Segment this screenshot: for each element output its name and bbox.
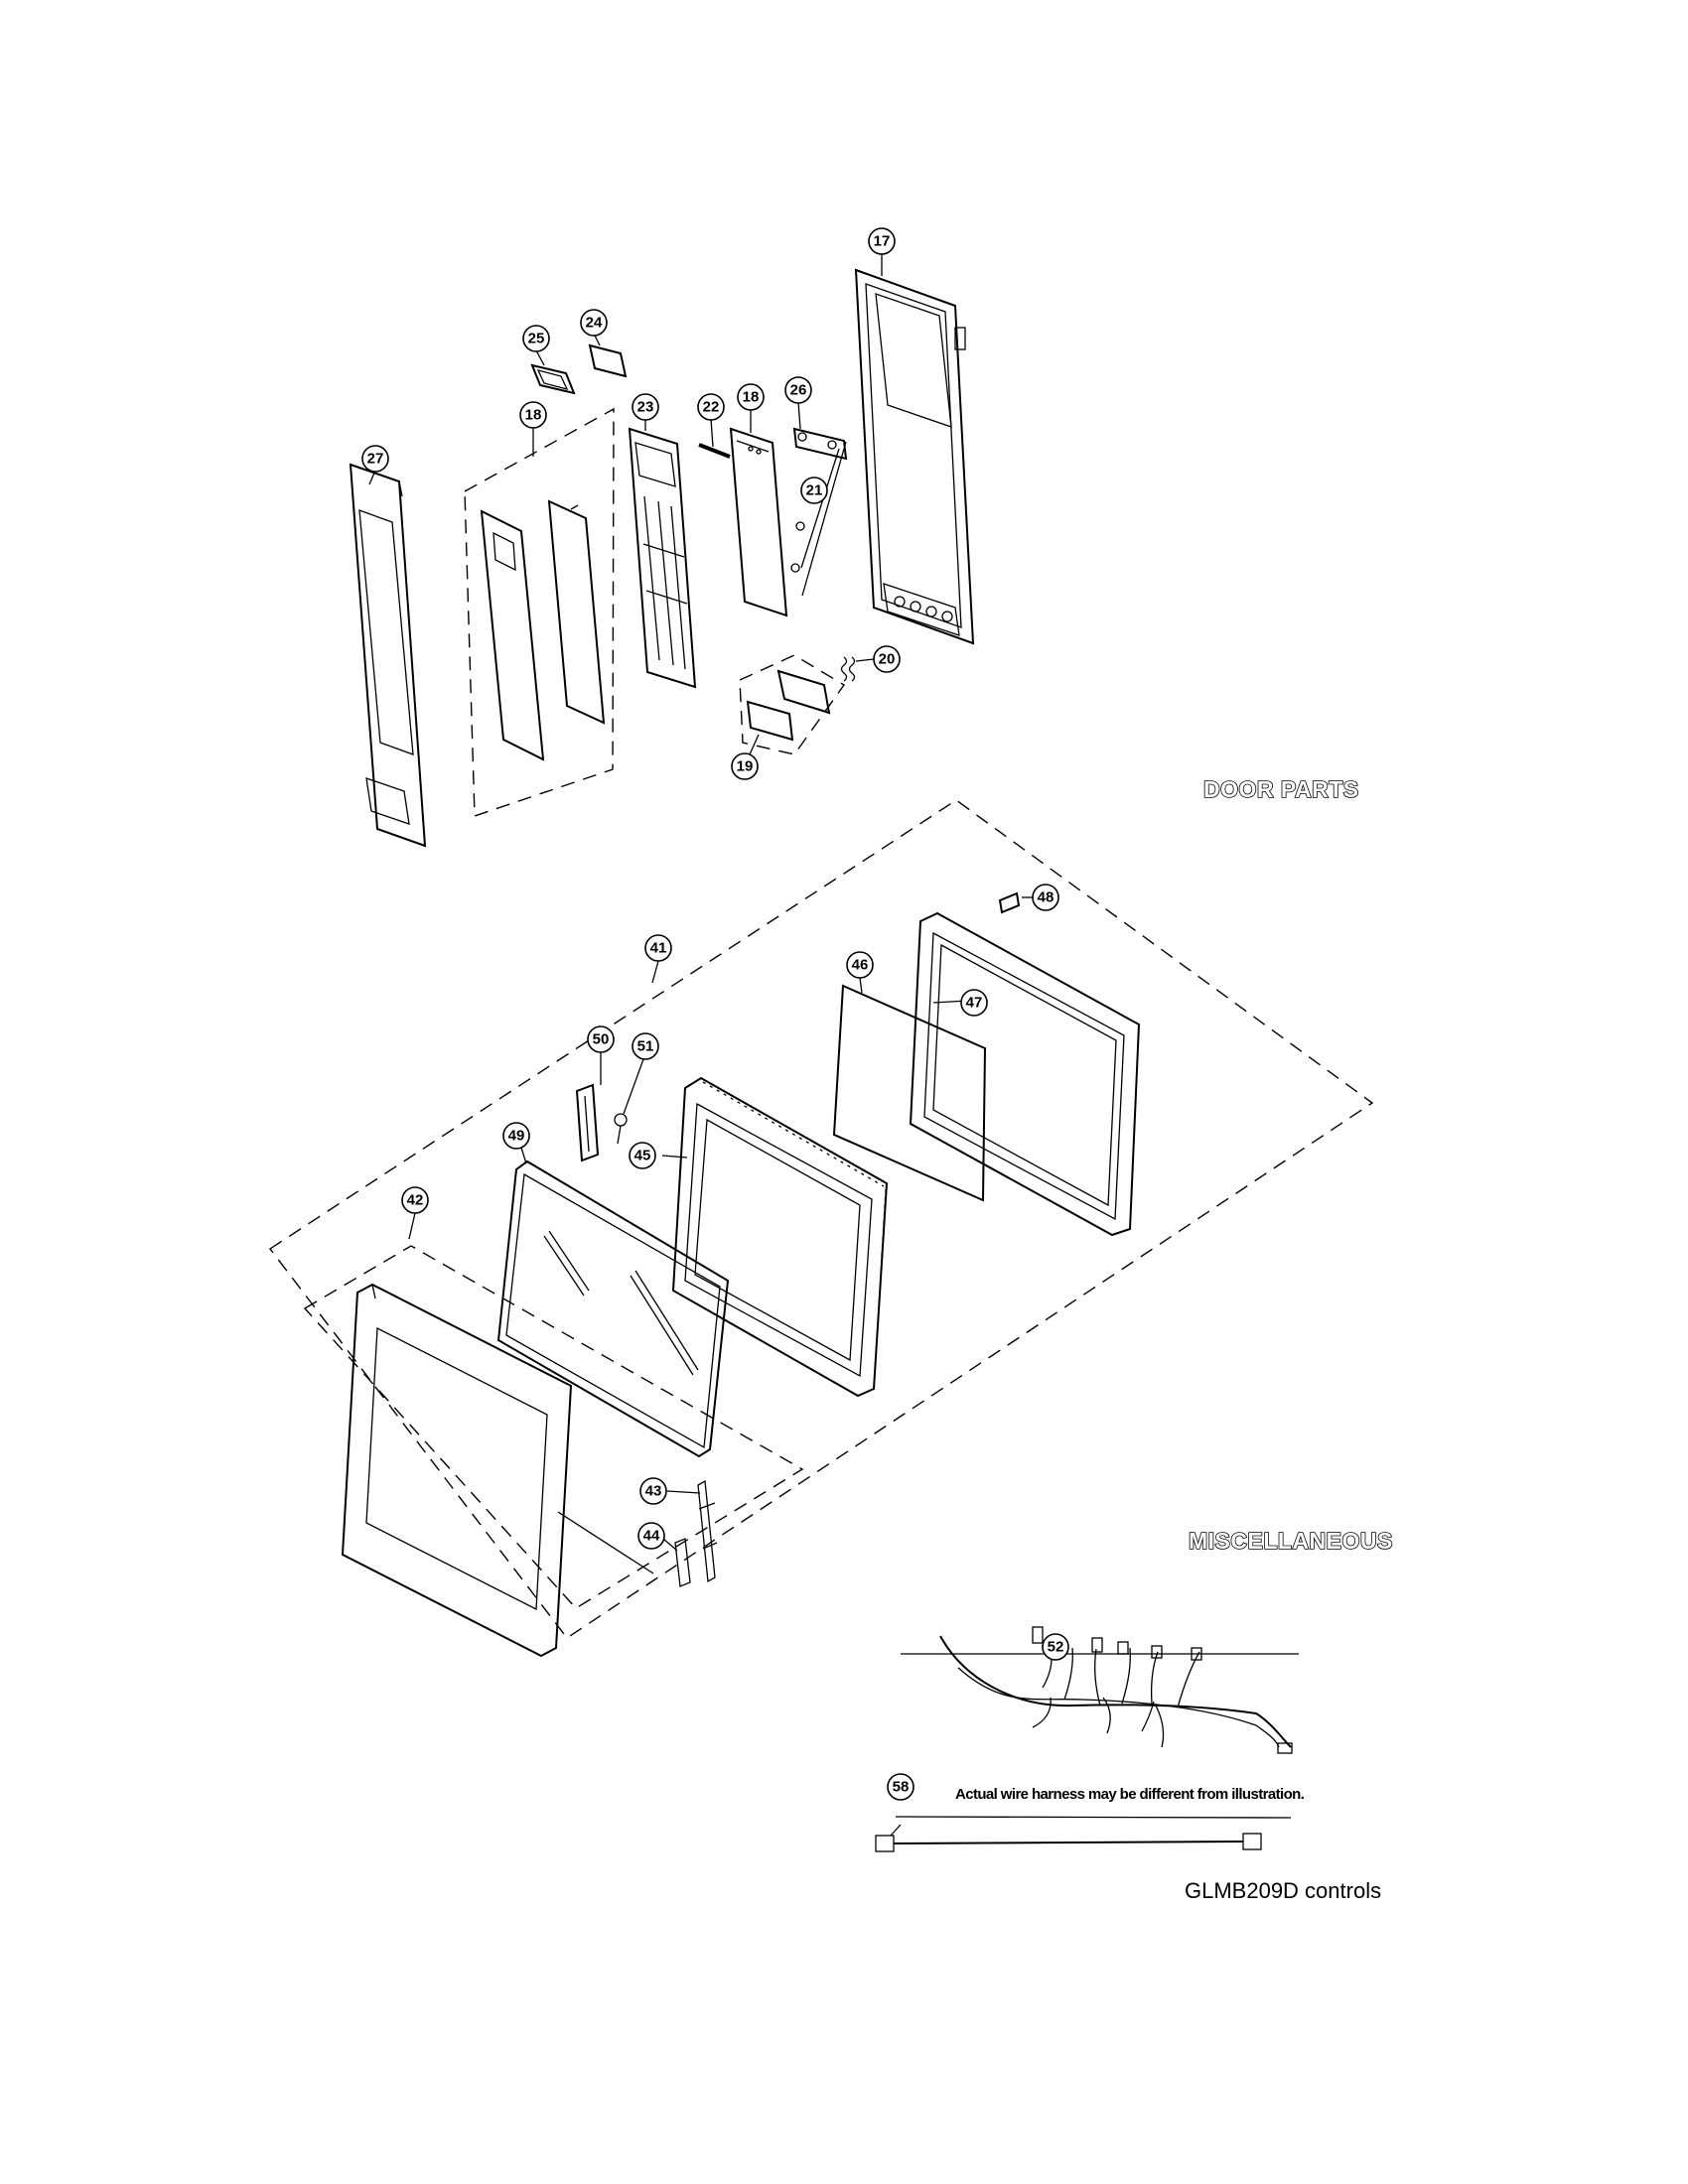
callout-17: 17 xyxy=(868,227,896,255)
callout-44: 44 xyxy=(637,1522,665,1550)
callout-45: 45 xyxy=(629,1142,656,1169)
svg-text:17: 17 xyxy=(874,233,891,250)
part-25 xyxy=(530,363,576,395)
part-22-strip xyxy=(698,443,731,459)
part-17-door-frame xyxy=(854,268,975,645)
svg-text:19: 19 xyxy=(737,758,754,775)
part-42-outer-door xyxy=(341,1283,573,1658)
callout-50: 50 xyxy=(587,1025,615,1053)
callout-25: 25 xyxy=(522,325,550,352)
callout-24: 24 xyxy=(580,309,608,337)
svg-text:24: 24 xyxy=(586,315,603,332)
callout-41: 41 xyxy=(644,934,672,962)
lower-leaders xyxy=(408,896,1033,1574)
callout-26: 26 xyxy=(784,376,812,404)
svg-text:47: 47 xyxy=(966,995,983,1012)
door-parts-heading: DOOR PARTS xyxy=(1203,776,1359,802)
part-24 xyxy=(588,343,628,378)
callout-46: 46 xyxy=(846,951,874,979)
part-58-cable xyxy=(875,1816,1292,1852)
dashed-group-19 xyxy=(739,654,846,755)
part-48-clip xyxy=(998,891,1021,914)
part-43-hinge xyxy=(697,1479,718,1583)
svg-text:45: 45 xyxy=(634,1148,651,1164)
callout-52: 52 xyxy=(1042,1633,1069,1661)
part-44-bracket xyxy=(674,1538,691,1587)
door-parts-leaders xyxy=(368,252,883,755)
dashed-group-18 xyxy=(464,407,615,817)
callout-23: 23 xyxy=(632,393,659,421)
callout-18: 18 xyxy=(519,401,547,429)
svg-text:26: 26 xyxy=(790,382,807,399)
callout-47: 47 xyxy=(960,989,988,1017)
svg-text:20: 20 xyxy=(879,651,896,668)
svg-text:51: 51 xyxy=(637,1038,654,1055)
svg-text:52: 52 xyxy=(1048,1639,1064,1656)
part-50-latch xyxy=(575,1083,600,1162)
dashed-group-42 xyxy=(303,1245,804,1609)
part-18-panels xyxy=(480,499,606,761)
svg-text:41: 41 xyxy=(650,940,667,957)
callout-58: 58 xyxy=(887,1773,914,1801)
callout-43: 43 xyxy=(639,1477,667,1505)
part-20-spring xyxy=(840,656,856,682)
callout-27: 27 xyxy=(361,445,389,473)
svg-text:25: 25 xyxy=(528,331,545,347)
callout-42: 42 xyxy=(401,1186,429,1214)
wire-harness-note: Actual wire harness may be different fro… xyxy=(955,1786,1305,1803)
svg-text:44: 44 xyxy=(643,1528,660,1545)
part-18-board xyxy=(729,427,788,617)
svg-text:50: 50 xyxy=(593,1031,610,1048)
svg-text:42: 42 xyxy=(407,1192,424,1209)
part-52-wire-harness xyxy=(901,1626,1299,1754)
callout-21: 21 xyxy=(800,477,828,504)
svg-text:58: 58 xyxy=(893,1779,910,1796)
svg-text:43: 43 xyxy=(645,1483,662,1500)
svg-text:18: 18 xyxy=(525,407,542,424)
callout-49: 49 xyxy=(502,1122,530,1150)
callout-51: 51 xyxy=(632,1032,659,1060)
part-47-frame xyxy=(909,911,1141,1237)
part-45-choke-frame xyxy=(671,1076,889,1398)
svg-text:21: 21 xyxy=(806,482,823,499)
svg-text:46: 46 xyxy=(852,957,869,974)
svg-text:22: 22 xyxy=(703,399,720,416)
svg-text:23: 23 xyxy=(637,399,654,416)
model-caption: GLMB209D controls xyxy=(1185,1878,1381,1903)
part-23-control-frame xyxy=(628,427,697,689)
svg-text:49: 49 xyxy=(508,1128,525,1145)
svg-text:48: 48 xyxy=(1038,889,1055,906)
part-46-screen xyxy=(832,984,987,1202)
callout-48: 48 xyxy=(1032,884,1059,911)
part-27-outer-panel xyxy=(349,463,427,848)
miscellaneous-heading: MISCELLANEOUS xyxy=(1189,1528,1393,1554)
callout-19: 19 xyxy=(731,752,759,780)
callout-18-board: 18 xyxy=(737,383,765,411)
callout-22: 22 xyxy=(697,393,725,421)
svg-text:27: 27 xyxy=(367,451,384,468)
dashed-group-41 xyxy=(268,799,1374,1639)
callout-20: 20 xyxy=(873,645,901,673)
part-51-screw xyxy=(614,1113,628,1145)
svg-text:18: 18 xyxy=(743,389,760,406)
part-49-glass xyxy=(496,1160,730,1458)
part-19-buttons xyxy=(746,669,831,742)
part-26-bracket xyxy=(790,427,848,597)
